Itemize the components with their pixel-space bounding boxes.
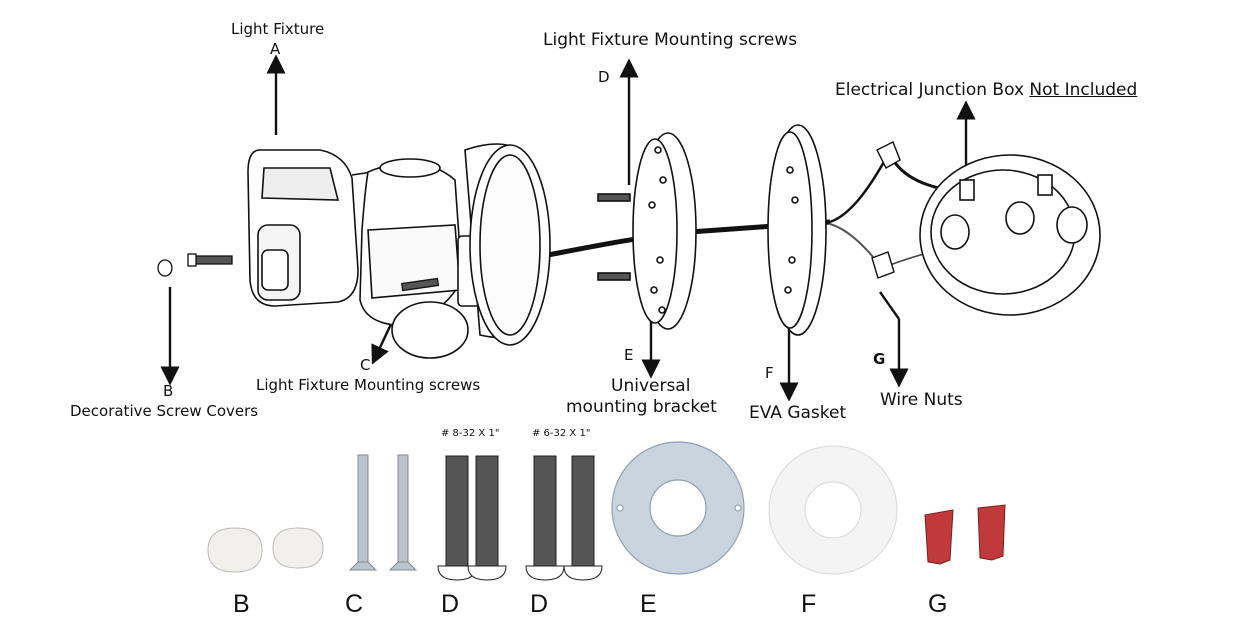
spec-8-32: # 8-32 X 1"	[441, 428, 500, 439]
label-universal: Universal	[611, 376, 691, 396]
letter-f: F	[765, 364, 774, 382]
bracket-part	[611, 441, 745, 575]
cover-parts	[207, 527, 324, 573]
part-label-d2: D	[530, 590, 549, 618]
label-mounting-screws-c: Light Fixture Mounting screws	[256, 376, 481, 394]
c-screw-parts	[348, 454, 418, 571]
fixture-screws-drawing	[157, 253, 440, 292]
part-label-f: F	[801, 590, 817, 618]
label-wire-nuts: Wire Nuts	[880, 390, 963, 410]
letter-a: A	[270, 40, 281, 58]
label-eva-gasket: EVA Gasket	[749, 403, 847, 423]
spec-6-32: # 6-32 X 1"	[532, 428, 591, 439]
part-label-c: C	[345, 590, 364, 618]
bracket-drawing	[597, 132, 697, 330]
part-label-d1: D	[441, 590, 460, 618]
label-mounting-screws-d: Light Fixture Mounting screws	[543, 30, 798, 50]
d-screw-parts	[437, 455, 603, 581]
letter-e: E	[624, 346, 634, 364]
light-fixture-drawing	[247, 143, 551, 359]
wirenut-parts	[924, 504, 1006, 565]
junction-box-drawing	[919, 154, 1101, 316]
label-mounting-bracket: mounting bracket	[566, 397, 717, 417]
gasket-part	[768, 445, 898, 575]
wire-nut-drawing	[871, 141, 901, 279]
label-light-fixture: Light Fixture	[231, 20, 325, 38]
part-label-e: E	[640, 590, 657, 618]
letter-c: C	[360, 356, 371, 374]
gasket-drawing	[767, 124, 827, 336]
label-decorative-screw-covers: Decorative Screw Covers	[70, 402, 259, 420]
part-label-g: G	[928, 590, 948, 618]
letter-b: B	[163, 382, 174, 400]
letter-g: G	[873, 350, 886, 368]
part-label-b: B	[233, 590, 250, 618]
letter-d: D	[598, 68, 610, 86]
label-junction-box: Electrical Junction Box Not Included	[835, 80, 1138, 100]
